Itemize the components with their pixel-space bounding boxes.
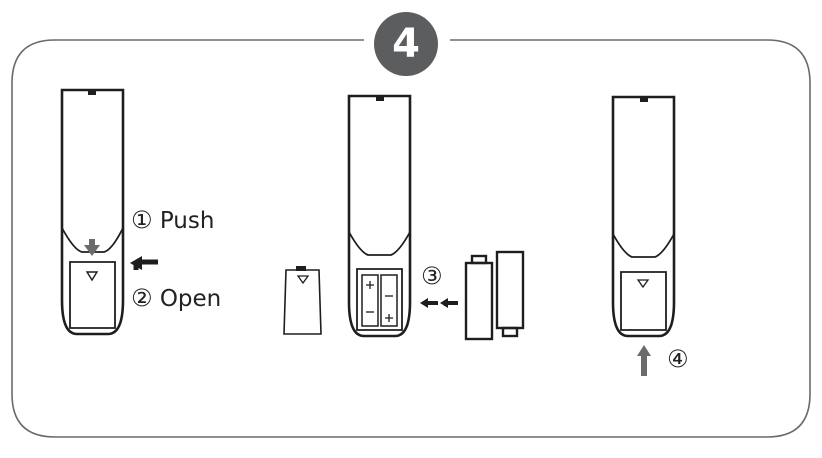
open-step-number: ② [131,284,153,312]
close-step-number: ④ [667,345,689,373]
open-label: ② Open [131,284,221,312]
remote-3 [611,95,676,338]
open-arrow-icon [130,256,158,270]
push-step-number: ① [131,206,153,234]
insert-label: ③ [421,262,443,290]
close-label: ④ [667,345,689,373]
frame-border [11,39,811,438]
push-label: ① Push [131,206,214,234]
push-text: Push [159,208,215,234]
close-up-arrow-icon [637,345,651,376]
battery-compartment [361,274,398,327]
remote-1 [60,88,125,336]
remote-2 [347,94,412,338]
push-down-arrow-icon [84,239,100,256]
open-text: Open [159,286,222,312]
insert-step-number: ③ [421,262,443,290]
battery-icon [464,254,494,341]
insert-arrows-icon [420,298,458,308]
battery-icon [495,250,525,338]
battery-cover [283,266,322,335]
step-badge: 4 [374,12,438,76]
